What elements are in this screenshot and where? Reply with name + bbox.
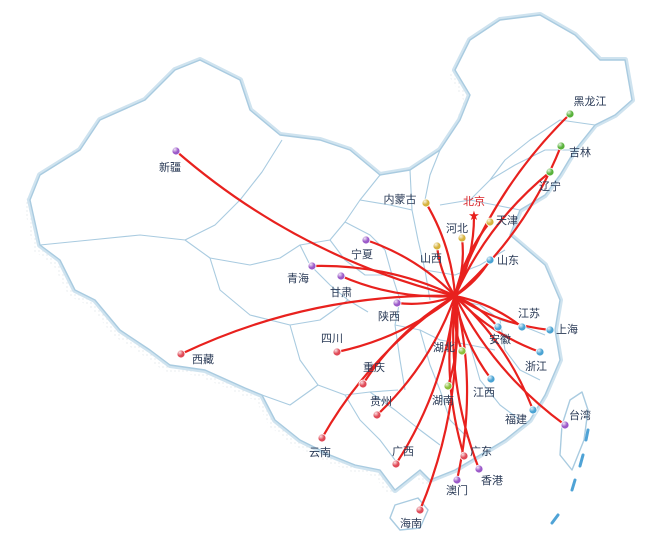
label-jilin: 吉林 [569, 145, 591, 159]
label-jiangsu: 江苏 [518, 307, 540, 320]
route-line-ningxia [364, 238, 457, 298]
location-pin-jiangxi[interactable] [486, 374, 496, 384]
location-pin-guangxi[interactable] [391, 459, 401, 469]
label-hubei: 湖北 [433, 341, 455, 354]
location-pin-guangdong[interactable] [459, 451, 469, 461]
location-pin-anhui[interactable] [493, 322, 503, 332]
star-icon [452, 293, 458, 299]
location-pin-jiangsu[interactable] [517, 322, 527, 332]
location-pin-jilin[interactable] [556, 141, 566, 151]
route-line-taiwan [453, 294, 567, 427]
location-pin-tianjin[interactable] [485, 217, 495, 227]
location-pin-hunan[interactable] [443, 381, 453, 391]
label-guangxi: 广西 [392, 445, 414, 458]
label-shaanxi: 陕西 [378, 309, 400, 323]
location-pin-yunnan[interactable] [317, 433, 327, 443]
label-gansu: 甘肃 [330, 286, 352, 299]
location-pin-qinghai[interactable] [307, 261, 317, 271]
label-heilongjiang: 黑龙江 [574, 95, 607, 108]
label-xianggang: 香港 [481, 474, 503, 487]
route-line-qinghai [310, 264, 457, 298]
label-shanghai: 上海 [556, 322, 578, 336]
location-pin-chongqing[interactable] [358, 379, 368, 389]
label-beijing: 北京 [463, 194, 485, 208]
location-pin-hebei[interactable] [457, 233, 467, 243]
province-borders [39, 119, 596, 461]
location-pin-shandong[interactable] [485, 255, 495, 265]
label-guizhou: 贵州 [370, 395, 392, 408]
label-guangdong: 广东 [470, 445, 492, 458]
sea-boundary-marks [550, 428, 590, 525]
label-jiangxi: 江西 [473, 386, 495, 399]
location-pin-xinjiang[interactable] [171, 146, 181, 156]
location-pin-xianggang[interactable] [474, 464, 484, 474]
route-line-xinjiang [174, 149, 457, 298]
location-pin-gansu[interactable] [336, 271, 346, 281]
location-pin-ningxia[interactable] [361, 235, 371, 245]
label-zhejiang: 浙江 [525, 360, 547, 373]
location-pin-fujian[interactable] [528, 405, 538, 415]
route-line-xizang [179, 294, 457, 356]
route-line-liaoning [453, 170, 552, 298]
label-fujian: 福建 [505, 412, 527, 426]
route-line-xianggang [452, 294, 481, 471]
location-pin-aomen[interactable] [452, 475, 462, 485]
location-pin-hubei[interactable] [457, 346, 467, 356]
location-pin-xizang[interactable] [176, 349, 186, 359]
location-pin-zhejiang[interactable] [535, 347, 545, 357]
location-pin-shaanxi[interactable] [392, 298, 402, 308]
location-markers: ★ [171, 109, 575, 515]
label-aomen: 澳门 [446, 483, 468, 497]
label-hainan: 海南 [400, 516, 422, 530]
label-anhui: 安徽 [489, 332, 511, 346]
route-line-guizhou [375, 294, 457, 417]
label-xizang: 西藏 [192, 353, 214, 366]
label-qinghai: 青海 [287, 271, 309, 285]
label-chongqing: 重庆 [363, 360, 385, 374]
label-shanxi: 山西 [420, 252, 442, 265]
location-pin-shanghai[interactable] [545, 325, 555, 335]
label-xinjiang: 新疆 [159, 160, 181, 174]
label-hebei: 河北 [446, 222, 468, 235]
route-line-yunnan [320, 294, 457, 440]
label-tianjin: 天津 [496, 214, 518, 227]
label-ningxia: 宁夏 [351, 247, 373, 261]
label-liaoning: 辽宁 [539, 179, 561, 193]
location-pin-hainan[interactable] [415, 505, 425, 515]
label-neimenggu: 内蒙古 [384, 192, 417, 206]
label-hunan: 湖南 [432, 394, 454, 407]
location-pin-liaoning[interactable] [545, 167, 555, 177]
location-pin-heilongjiang[interactable] [565, 109, 575, 119]
label-shandong: 山东 [497, 254, 519, 267]
route-line-anhui [453, 294, 500, 329]
hub-marker [452, 293, 458, 299]
label-sichuan: 四川 [321, 332, 343, 345]
label-yunnan: 云南 [309, 446, 331, 459]
capital-star-icon[interactable]: ★ [468, 209, 480, 224]
route-line-neimenggu [424, 201, 457, 298]
location-pin-neimenggu[interactable] [421, 198, 431, 208]
label-taiwan: 台湾 [569, 408, 591, 422]
location-pin-guizhou[interactable] [372, 410, 382, 420]
route-line-heilongjiang [453, 112, 572, 298]
taiwan-island [559, 391, 589, 471]
route-line-fujian [453, 294, 535, 412]
route-line-shanghai [453, 294, 552, 332]
route-line-jilin [453, 144, 563, 298]
location-pin-shanxi[interactable] [432, 241, 442, 251]
location-pin-sichuan[interactable] [332, 347, 342, 357]
location-pin-taiwan[interactable] [560, 420, 570, 430]
